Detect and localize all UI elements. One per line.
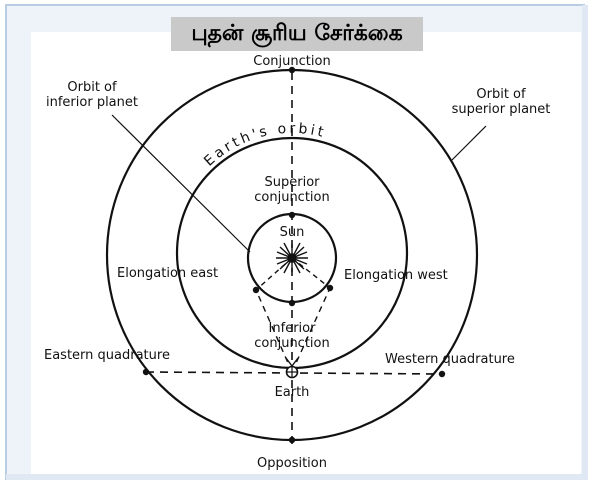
earth-label: Earth [274,385,310,400]
elongation-east-dot [252,286,260,294]
opposition-dot [288,436,296,444]
quadrature-line [145,371,443,375]
western-quadrature-label: Western quadrature [385,352,515,367]
orbit-inferior-label: Orbit of inferior planet [46,80,138,110]
elongation-east-label: Elongation east [117,266,219,281]
inferior-conjunction-label: Inferior conjunction [254,321,330,351]
western-quadrature-dot [438,370,446,378]
sun-west-line [291,257,331,289]
page-title: புதன் சூரிய சேர்க்கை [191,21,403,46]
elongation-west-line [291,287,331,373]
conjunction-label: Conjunction [253,54,331,69]
earth-icon [285,365,299,379]
superior-orbit-leader-line [451,125,487,161]
orbit-superior-label: Orbit of superior planet [451,87,551,117]
sun-east-line [255,257,293,291]
sun-label: Sun [279,225,305,240]
earth-arrow-icon [285,357,299,368]
superior-conjunction-dot [288,211,296,219]
title-background [171,17,423,51]
inferior-conjunction-dot [288,299,296,307]
opposition-label: Opposition [257,456,327,471]
eastern-quadrature-label: Eastern quadrature [44,348,170,363]
inferior-orbit-leader-line [111,114,251,253]
sun-icon [276,242,308,274]
elongation-west-dot [326,284,334,292]
elongation-west-label: Elongation west [344,268,448,283]
superior-conjunction-label: Superior conjunction [254,175,330,205]
conjunction-dot [288,66,296,74]
eastern-quadrature-dot [142,368,150,376]
